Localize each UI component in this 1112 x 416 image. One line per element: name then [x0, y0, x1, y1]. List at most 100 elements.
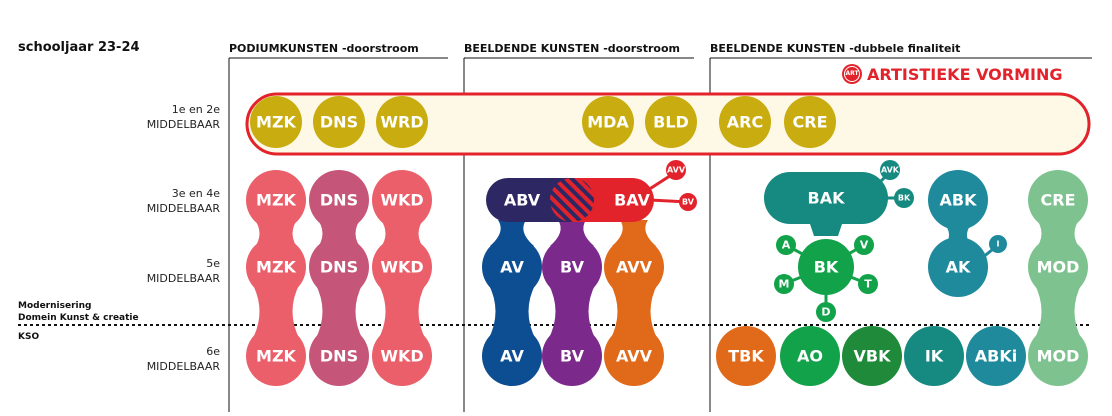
r4-ao-bubble [780, 326, 840, 386]
bk-sat-a-label: A [782, 239, 791, 252]
bk-bv-link [548, 283, 596, 340]
row-label-line: 3e en 4e [171, 187, 220, 200]
row1-bubbles: MZK DNS WRD MDA BLD ARC CRE [250, 96, 836, 148]
r1-arc-bubble [719, 96, 771, 148]
bk-sat-m-bubble [774, 274, 794, 294]
r1-dns-bubble [313, 96, 365, 148]
row-label-3e-4e: 3e en 4e MIDDELBAAR [110, 186, 220, 216]
column-header-beeldende-doorstroom: BEELDENDE KUNSTEN -doorstroom [464, 42, 680, 55]
row-label-line: 5e [206, 257, 220, 270]
abk-label: ABK [940, 191, 978, 210]
ak-label: AK [946, 258, 971, 277]
bk5-av-bubble [482, 237, 542, 297]
bk5-bv-label: BV [560, 258, 585, 277]
bk-main-bubble [798, 239, 854, 295]
bk-sat-t-label: T [864, 278, 872, 291]
abv-capsule [486, 178, 572, 222]
row-label-line: MIDDELBAAR [146, 202, 220, 215]
cre-label: CRE [1041, 191, 1076, 210]
bk-sat-t-bubble [858, 274, 878, 294]
bak-bk-satellite [894, 188, 914, 208]
abv-bav-hatch [550, 178, 594, 222]
r4-abki-label: ABKi [975, 347, 1017, 366]
r1-cre-bubble [784, 96, 836, 148]
podium-dns-2-label: DNS [320, 347, 358, 366]
ak-bubble [928, 237, 988, 297]
artistieke-vorming-label: ARTISTIEKE VORMING [867, 64, 1063, 84]
modernisering-line: Domein Kunst & creatie [18, 313, 139, 323]
podium-wkd-1-bubble [372, 237, 432, 297]
podium-wkd-0-label: WKD [380, 191, 423, 210]
podium-wkd-0-bubble [372, 170, 432, 230]
cre-chain: CRE MOD MOD [1028, 170, 1088, 386]
bk5-avv-bubble [604, 237, 664, 297]
row-label-line: MIDDELBAAR [146, 360, 220, 373]
bk6-bv-label: BV [560, 347, 585, 366]
bav-capsule [572, 178, 654, 222]
column-header-dubbele-finaliteit: BEELDENDE KUNSTEN -dubbele finaliteit [710, 42, 961, 55]
podium-mzk-0-label: MZK [256, 191, 297, 210]
row-label-line: MIDDELBAAR [146, 118, 220, 131]
page-title: schooljaar 23-24 [18, 40, 140, 55]
r1-wrd-label: WRD [380, 113, 423, 132]
r1-dns-label: DNS [320, 113, 358, 132]
row-label-line: 1e en 2e [171, 103, 220, 116]
podium-mzk-2-label: MZK [256, 347, 297, 366]
podium-dns-b-link [315, 283, 363, 340]
r1-mzk-label: MZK [256, 113, 297, 132]
bk-sat-d-label: D [821, 306, 830, 319]
bk5-avv-label: AVV [616, 258, 653, 277]
bav-label: BAV [614, 191, 650, 210]
r4-ao-label: AO [797, 347, 823, 366]
podium-wkd-b-link [378, 283, 426, 340]
bav-bv-satellite [679, 193, 697, 211]
mod6-label: MOD [1037, 347, 1080, 366]
column-frame-podium [228, 57, 448, 412]
r1-arc-label: ARC [727, 113, 763, 132]
podium-dns-1-bubble [309, 237, 369, 297]
bak-capsule [764, 172, 888, 224]
r4-tbk-bubble [716, 326, 776, 386]
bk-av-link [488, 283, 536, 340]
podium-mzk-1-bubble [246, 237, 306, 297]
column-header-podiumkunsten: PODIUMKUNSTEN -doorstroom [229, 42, 419, 55]
podium-mzk-1-label: MZK [256, 258, 297, 277]
abv-label: ABV [504, 191, 541, 210]
bak-avk-label: AVK [881, 166, 900, 175]
row-label-line: 6e [206, 345, 220, 358]
artistieke-vorming: ART ARTISTIEKE VORMING [842, 64, 1063, 84]
kso-label: KSO [18, 332, 40, 342]
bav-avv-satellite [666, 160, 686, 180]
r1-mda-label: MDA [587, 113, 629, 132]
ak-i-satellite [989, 235, 1007, 253]
podium-wkd-1-label: WKD [380, 258, 423, 277]
row-label-line: MIDDELBAAR [146, 272, 220, 285]
modernisering-label: Modernisering Domein Kunst & creatie [18, 300, 139, 324]
cre-bubble [1028, 170, 1088, 230]
bak-avk-satellite [880, 160, 900, 180]
r4-vbk-bubble [842, 326, 902, 386]
modernisering-line: Modernisering [18, 301, 92, 311]
r1-mda-bubble [582, 96, 634, 148]
bk-avv-link [610, 283, 658, 340]
r4-vbk-label: VBK [854, 347, 892, 366]
bav-bv-label: BV [682, 198, 695, 207]
bak-label: BAK [808, 189, 846, 208]
bk-sat-a-bubble [776, 235, 796, 255]
r1-cre-label: CRE [793, 113, 828, 132]
art-badge-inner: ART [844, 66, 860, 82]
r1-bld-label: BLD [653, 113, 689, 132]
ak-i-label: I [997, 240, 1000, 249]
r1-mzk-bubble [250, 96, 302, 148]
row-label-1e-2e: 1e en 2e MIDDELBAAR [110, 102, 220, 132]
art-badge-icon: ART [842, 64, 862, 84]
bk-sat-m-label: M [779, 278, 790, 291]
bk6-avv-bubble [604, 326, 664, 386]
mod5-label: MOD [1037, 258, 1080, 277]
